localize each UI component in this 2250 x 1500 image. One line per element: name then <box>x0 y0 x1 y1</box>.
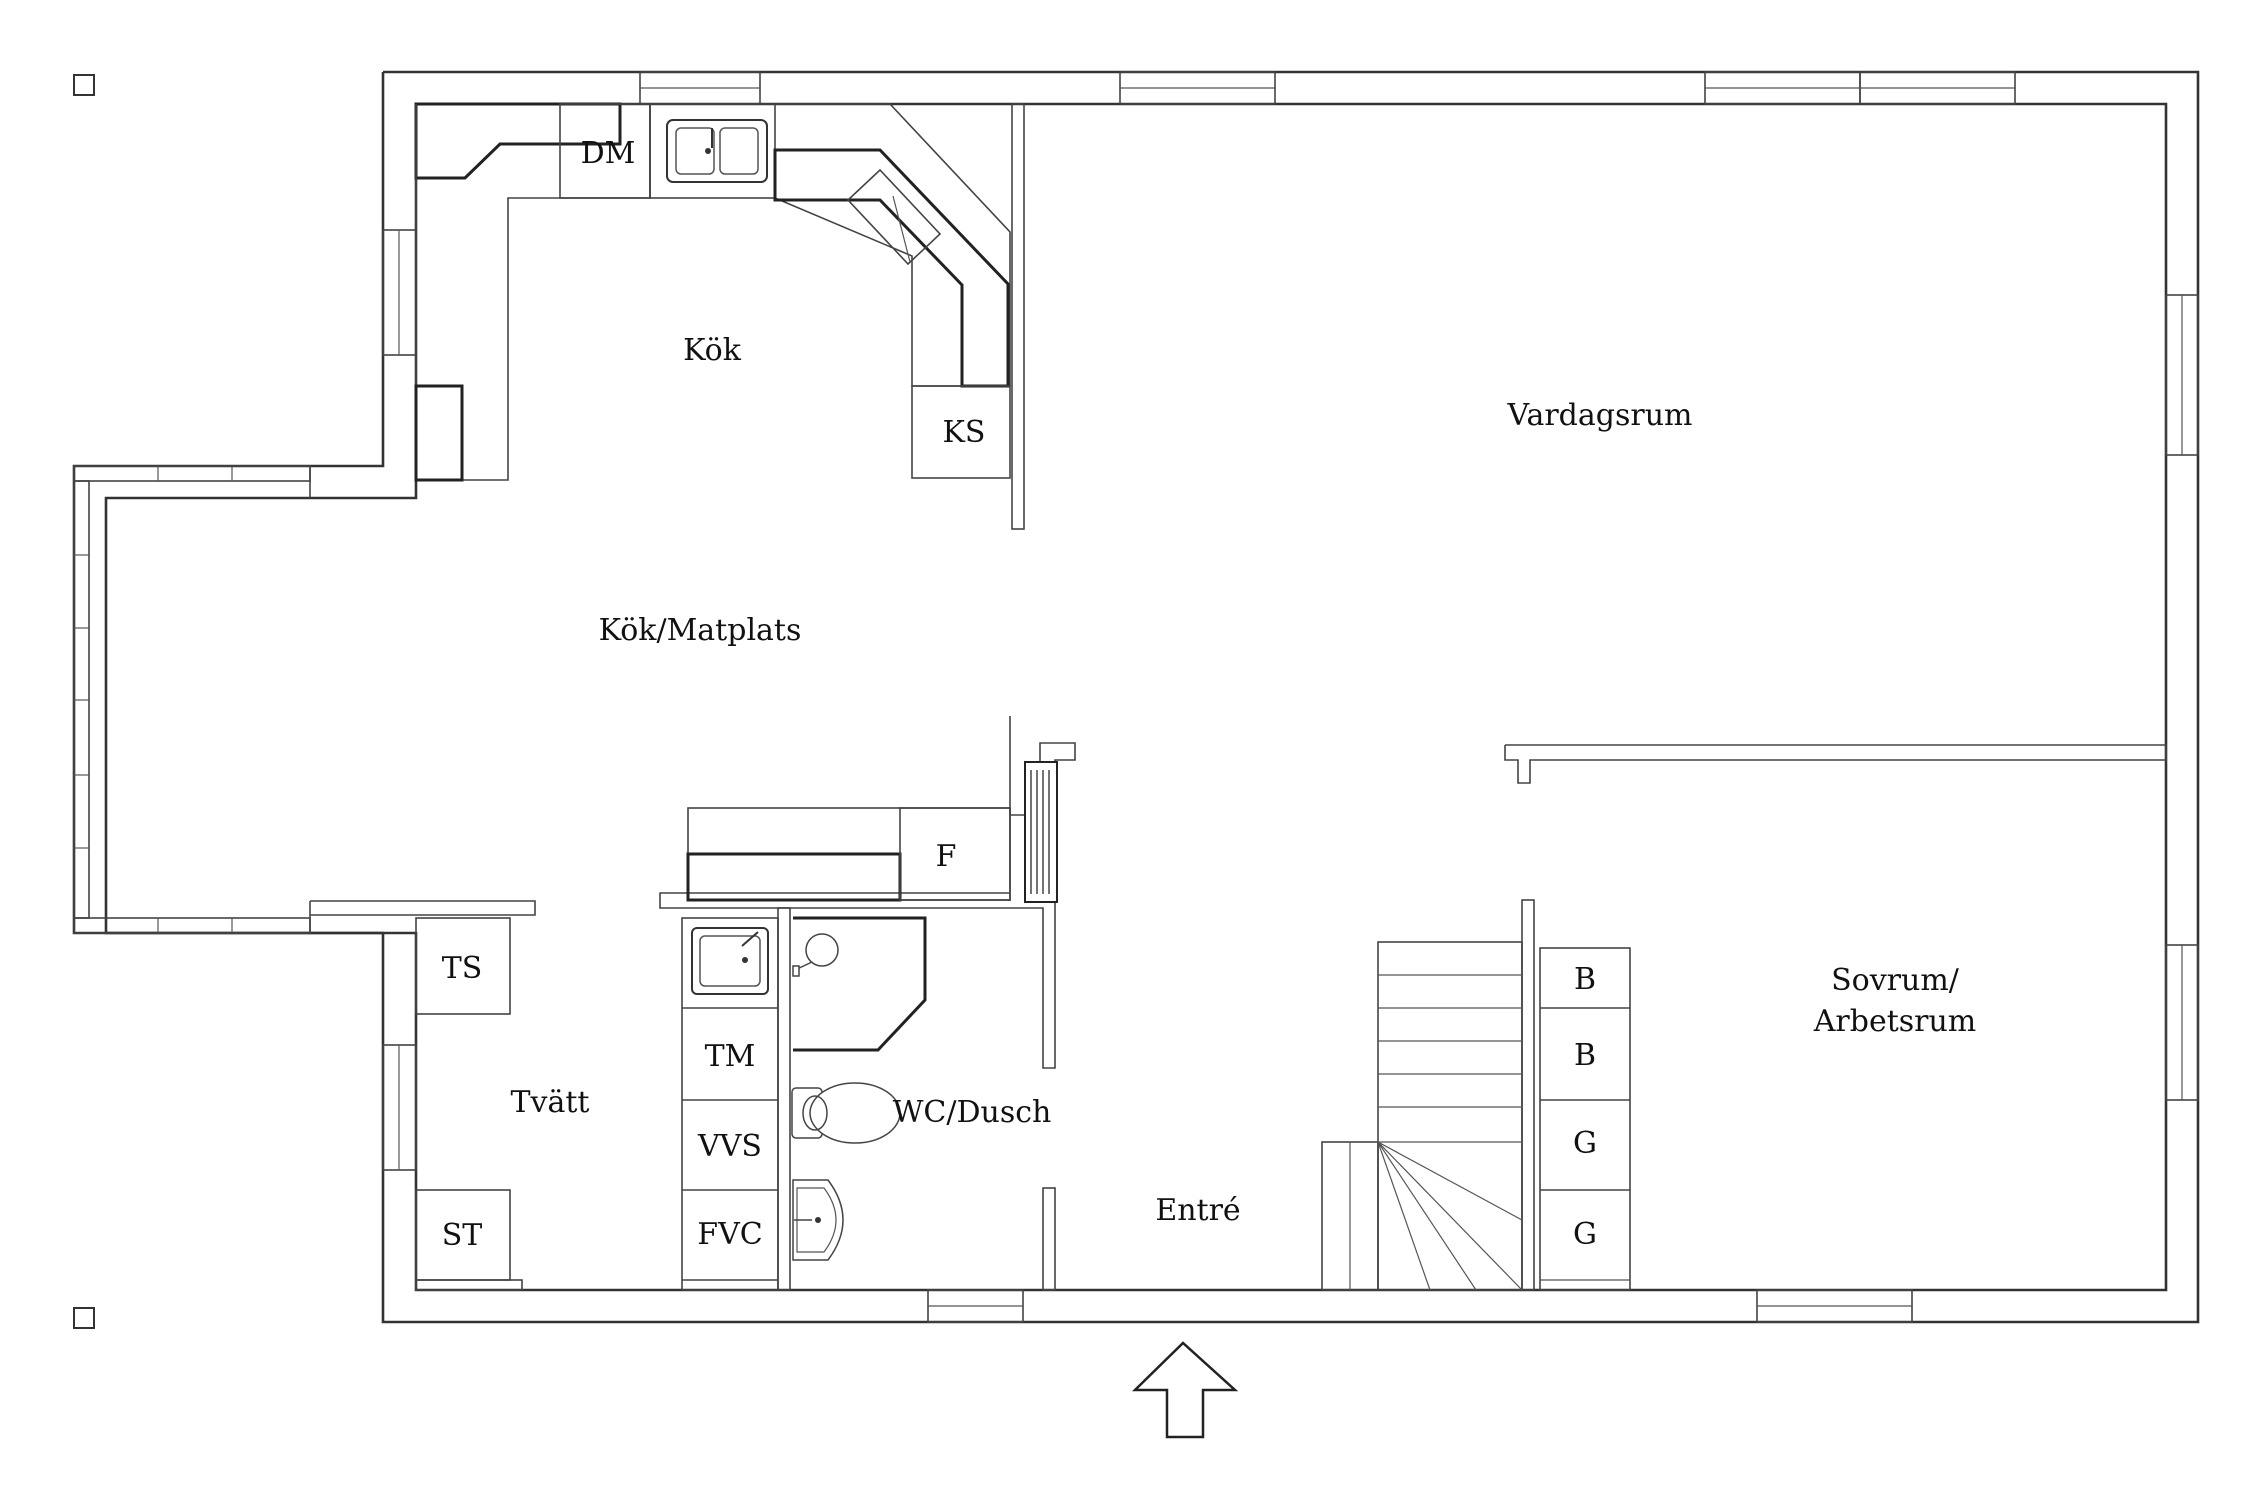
label-g2: G <box>1573 1217 1597 1252</box>
room-label-arbetsrum: Arbetsrum <box>1813 1004 1977 1039</box>
exterior-walls <box>72 70 2200 1324</box>
label-st: ST <box>442 1218 483 1253</box>
room-label-vardagsrum: Vardagsrum <box>1507 398 1693 433</box>
kitchen-counters <box>414 102 1011 482</box>
label-g1: G <box>1573 1126 1597 1161</box>
washbasin-icon <box>792 1179 844 1261</box>
utility-column <box>681 917 779 1291</box>
room-label-entre: Entré <box>1155 1193 1240 1228</box>
label-f: F <box>936 839 957 874</box>
room-label-wc-dusch: WC/Dusch <box>893 1095 1052 1130</box>
corner-marker-icon <box>73 1307 95 1329</box>
entrance-arrow-icon <box>1131 1341 1239 1439</box>
laundry-appliances <box>415 917 523 1291</box>
label-ts: TS <box>442 951 483 986</box>
room-label-kok: Kök <box>683 333 742 368</box>
label-tm: TM <box>705 1039 756 1074</box>
room-label-tvatt: Tvätt <box>511 1085 590 1120</box>
label-b1: B <box>1574 962 1596 997</box>
label-vvs: VVS <box>697 1129 762 1164</box>
corner-marker-icon <box>73 74 95 96</box>
utility-sink-icon <box>691 927 769 995</box>
staircase <box>1321 941 1523 1291</box>
room-label-kok-matplats: Kök/Matplats <box>599 613 802 648</box>
kitchen-island <box>686 807 1011 902</box>
windows <box>73 71 2199 1323</box>
label-b2: B <box>1574 1038 1596 1073</box>
kitchen-sink-icon <box>666 119 768 183</box>
wardrobes <box>1539 947 1631 1291</box>
radiator-icon <box>1024 761 1058 903</box>
shower-icon <box>792 916 927 1052</box>
toilet-icon <box>791 1082 901 1144</box>
label-dm: DM <box>581 136 636 171</box>
room-label-sovrum: Sovrum/ <box>1831 963 1960 998</box>
label-ks: KS <box>943 415 986 450</box>
label-fvc: FVC <box>697 1217 762 1252</box>
